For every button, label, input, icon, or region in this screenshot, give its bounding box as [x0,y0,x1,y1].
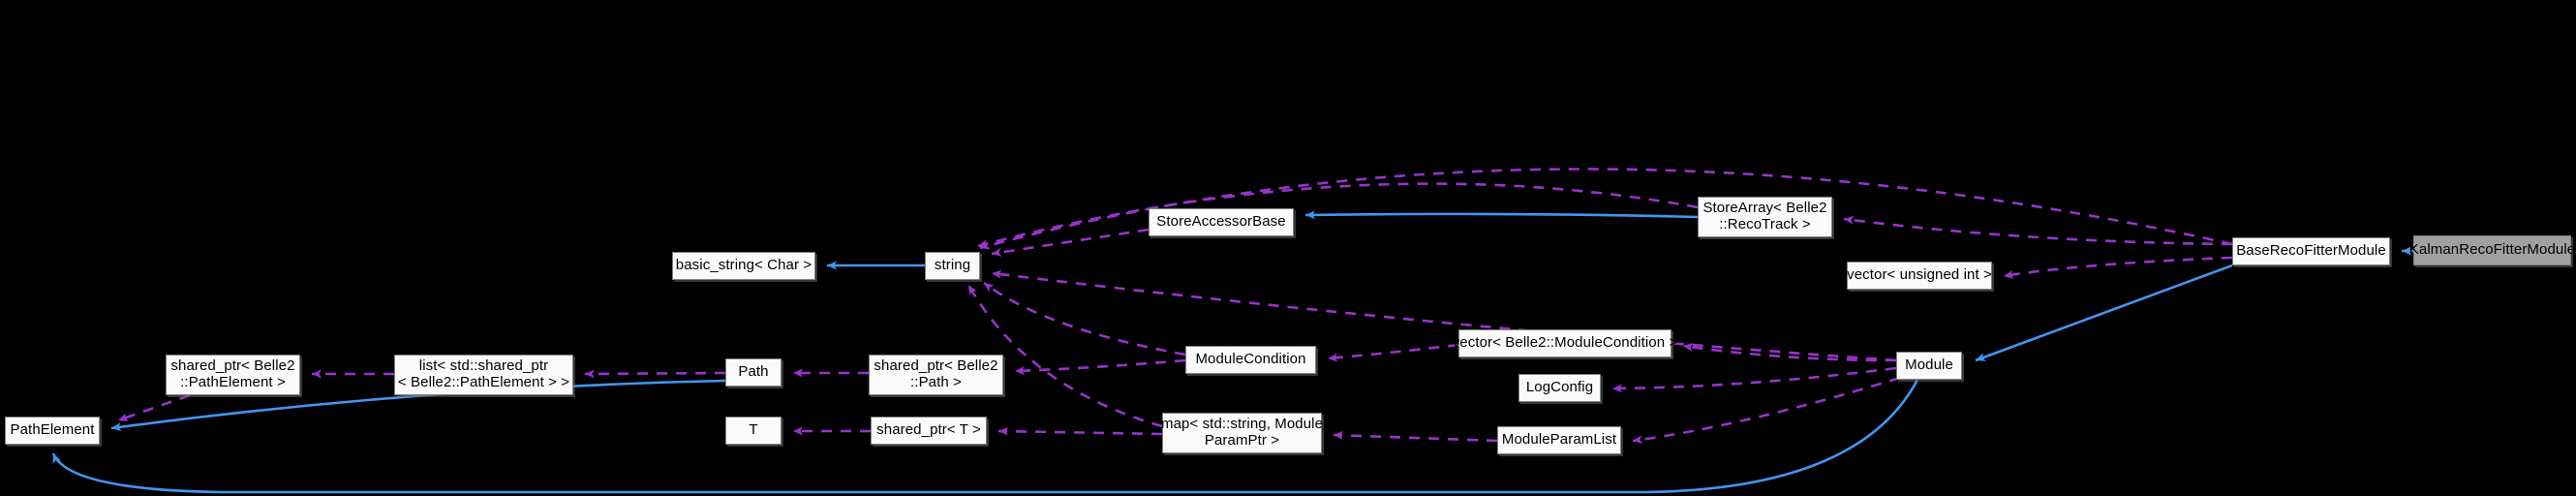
class-node-baserecofitter[interactable]: BaseRecoFitterModule [2232,237,2390,265]
class-node-label: T [749,421,758,439]
edge-storearray-storeaccessorbase [1304,210,1699,220]
class-node-string[interactable]: string [925,252,980,280]
class-node-label: string [934,257,971,274]
edge-path-pathelement [110,379,726,432]
class-node-vec_modulecond[interactable]: vector< Belle2::ModuleCondition > [1453,329,1677,357]
class-node-label: shared_ptr< T > [876,421,981,439]
edge-sharedptrpe-pathelement [117,393,191,422]
edge-moduleparamlist-map [1333,430,1498,443]
class-node-label: Path [738,363,769,381]
edge-path-list [584,369,726,379]
class-node-storearray_rt[interactable]: StoreArray< Belle2 ::RecoTrack > [1698,197,1832,237]
class-node-pathelement[interactable]: PathElement [5,417,100,445]
class-node-label: ModuleCondition [1195,351,1306,368]
edge-module-moduleparamlist [1632,376,1901,445]
class-node-basic_string[interactable]: basic_string< Char > [672,252,815,280]
class-node-label: vector< Belle2::ModuleCondition > [1452,334,1678,352]
class-node-label: ModuleParamList [1501,431,1617,449]
class-node-label: vector< unsigned int > [1847,266,1992,284]
class-node-logconfig[interactable]: LogConfig [1518,374,1601,402]
class-node-map_str_modparam[interactable]: map< std::string, Module ParamPtr > [1160,413,1324,453]
edge-module-pathelement [51,379,1919,494]
class-node-label: PathElement [10,421,95,439]
edge-modulecondition-sharedptrpath [1014,358,1186,376]
edge-module-logconfig [1611,366,1897,393]
class-node-t[interactable]: T [725,417,782,445]
edge-baserecofitter-module [1975,264,2233,362]
class-node-path[interactable]: Path [725,358,782,387]
class-node-label: LogConfig [1525,379,1594,396]
class-node-label: basic_string< Char > [675,257,813,274]
edge-vecmodulecond-modulecondition [1327,343,1459,362]
class-node-moduleparamlist[interactable]: ModuleParamList [1497,426,1621,454]
class-node-label: Module [1905,356,1953,374]
class-node-label: list< std::shared_ptr < Belle2::PathElem… [397,357,570,390]
class-node-vec_unsigned_int[interactable]: vector< unsigned int > [1847,262,1992,290]
edge-baserecofitter-storearray [1843,215,2233,246]
edge-map-string [966,284,1163,428]
edge-modulecondition-string [983,281,1186,356]
edge-storeaccessorbase-string [991,228,1150,257]
class-node-label: StoreArray< Belle2 ::RecoTrack > [1702,200,1827,232]
edge-storearray-string [977,182,1699,248]
edge-baserecofitter-vecuint [2003,256,2233,279]
class-node-label: KalmanRecoFitterModule [2408,241,2576,259]
class-node-label: shared_ptr< Belle2 ::Path > [874,357,998,390]
class-node-sharedptr_path[interactable]: shared_ptr< Belle2 ::Path > [869,355,1003,395]
class-node-sharedptr_t[interactable]: shared_ptr< T > [871,417,987,445]
class-node-storeaccessorbase[interactable]: StoreAccessorBase [1149,208,1294,236]
edge-module-string [991,269,1897,362]
class-node-sharedptr_pe[interactable]: shared_ptr< Belle2 ::PathElement > [166,355,300,395]
class-node-label: BaseRecoFitterModule [2236,242,2386,260]
class-node-list_sharedptr_pe[interactable]: list< std::shared_ptr < Belle2::PathElem… [394,355,573,395]
class-node-kalmanrecofitter[interactable]: KalmanRecoFitterModule [2409,235,2575,265]
edge-map-sharedptrt [997,426,1163,436]
edge-module-vecmodulecond [1682,343,1897,362]
class-node-label: map< std::string, Module ParamPtr > [1160,416,1324,449]
class-node-label: shared_ptr< Belle2 ::PathElement > [170,357,295,390]
class-node-label: StoreAccessorBase [1156,213,1286,231]
class-node-modulecondition[interactable]: ModuleCondition [1185,346,1316,374]
class-node-module[interactable]: Module [1896,352,1962,380]
